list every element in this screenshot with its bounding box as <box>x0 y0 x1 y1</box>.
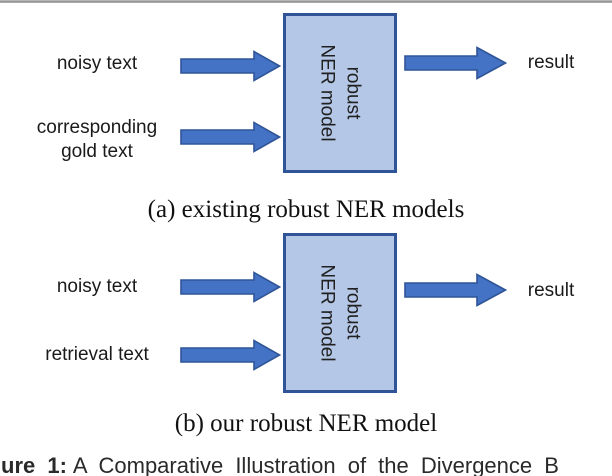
top-divider-rule <box>0 0 612 3</box>
box-label-line2: NER model <box>317 44 338 142</box>
panel-a-robust-ner-model-box: robust NER model <box>283 13 397 173</box>
panel-b-input-label-retrieval-text: retrieval text <box>45 344 149 365</box>
panel-a-input-arrow-1-icon <box>180 50 281 82</box>
panel-a-output-label-result: result <box>527 52 575 73</box>
panel-a-box-label: robust NER model <box>314 44 366 141</box>
panel-a-input-arrow-2-icon <box>180 121 281 153</box>
panel-a-input-label-corresponding-gold-text: corresponding gold text <box>20 116 174 164</box>
gold-text-line: gold text <box>61 141 133 162</box>
figure-caption-label: ure 1: <box>1 453 67 476</box>
panel-b-input-arrow-1-icon <box>180 271 281 303</box>
panel-b-box-label: robust NER model <box>314 264 366 361</box>
panel-b-caption: (b) our robust NER model <box>174 410 438 437</box>
box-label-line1: robust <box>343 286 364 340</box>
panel-b-input-arrow-2-icon <box>180 339 281 371</box>
box-label-line2: NER model <box>317 264 338 362</box>
panel-b-output-label-result: result <box>527 280 575 301</box>
box-label-line1: robust <box>343 66 364 120</box>
panel-b-robust-ner-model-box: robust NER model <box>283 233 397 393</box>
corresponding-line: corresponding <box>36 117 158 138</box>
panel-a-output-arrow-icon <box>404 46 507 80</box>
panel-b-output-arrow-icon <box>404 273 507 307</box>
panel-a-input-label-noisy-text: noisy text <box>56 53 138 74</box>
figure-caption: ure 1:A Comparative Illustration of the … <box>1 451 612 476</box>
panel-a-caption: (a) existing robust NER models <box>147 196 465 223</box>
panel-b-input-label-noisy-text: noisy text <box>56 276 138 297</box>
figure-caption-text: A Comparative Illustration of the Diverg… <box>72 453 559 476</box>
